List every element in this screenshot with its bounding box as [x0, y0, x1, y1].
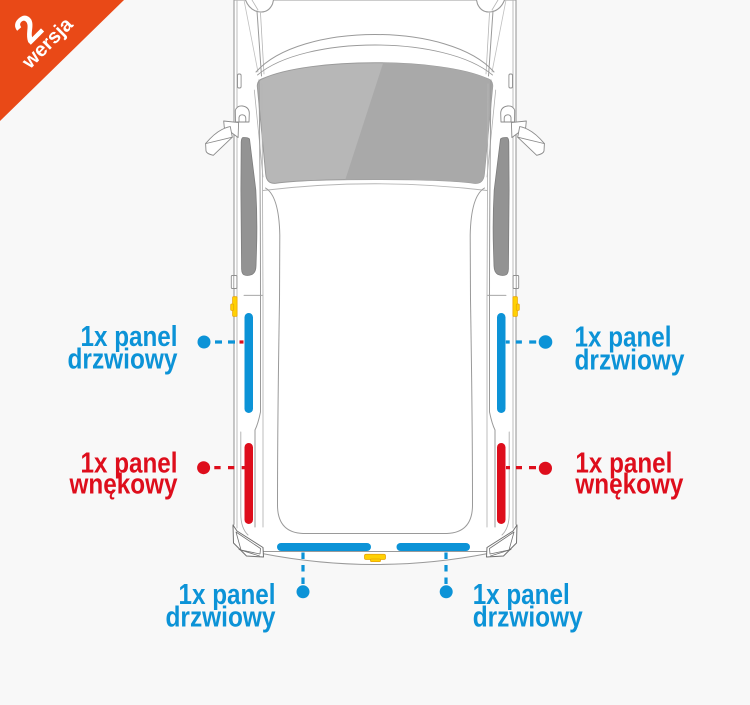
svg-text:drzwiowy: drzwiowy	[166, 601, 276, 633]
svg-text:1x panel: 1x panel	[575, 448, 672, 480]
svg-text:drzwiowy: drzwiowy	[575, 345, 685, 377]
svg-text:1x panel: 1x panel	[473, 579, 570, 611]
svg-text:1x panel: 1x panel	[179, 579, 276, 611]
svg-text:drzwiowy: drzwiowy	[473, 601, 583, 633]
svg-text:1x panel: 1x panel	[575, 322, 672, 354]
svg-text:wnękowy: wnękowy	[575, 469, 684, 501]
svg-text:1x panel: 1x panel	[81, 447, 178, 479]
svg-text:1x panel: 1x panel	[81, 321, 178, 353]
svg-text:wnękowy: wnękowy	[69, 469, 178, 501]
svg-text:drzwiowy: drzwiowy	[68, 344, 178, 376]
